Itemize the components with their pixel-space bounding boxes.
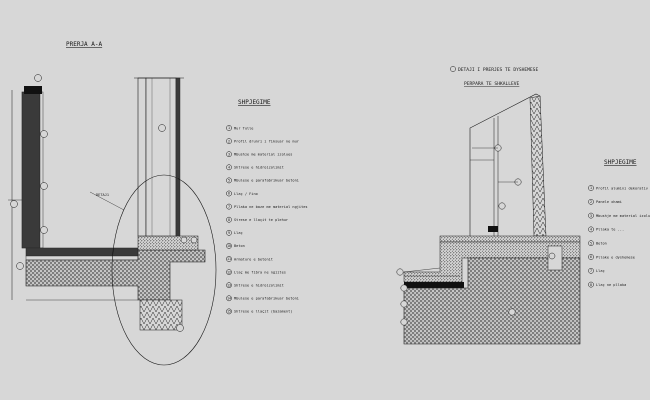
left-column — [134, 77, 184, 237]
left-legend-number-14: 14 — [227, 297, 231, 301]
left-legend-marker-7 — [226, 203, 232, 210]
right-legend-item-2: Panele xhami — [596, 200, 622, 204]
left-legend-marker-3 — [226, 151, 232, 158]
left-legend-marker-14 — [226, 295, 232, 302]
right-legend-marker-1 — [588, 185, 594, 191]
left-legend-marker-2 — [226, 138, 232, 144]
left-legend-item-14: Mbulese e parafabrikuar betoni — [234, 297, 299, 301]
right-legend-number-1: 1 — [590, 186, 592, 190]
left-legend-item-1: Mur Tulle — [234, 126, 253, 130]
right-floor-layers — [403, 235, 581, 345]
right-legend-number-4: 4 — [590, 228, 592, 232]
left-slab — [25, 235, 206, 331]
left-legend-number-10: 10 — [227, 244, 231, 248]
left-legend-number-1: 1 — [228, 126, 230, 130]
right-legend-marker-8 — [588, 281, 594, 288]
left-legend-number-8: 8 — [228, 218, 230, 222]
left-legend-marker-4 — [226, 164, 232, 171]
left-legend-item-9: Llaç — [234, 231, 243, 235]
left-legend-item-10: Beton — [234, 244, 245, 248]
right-legend-number-6: 6 — [590, 255, 592, 259]
left-legend-marker-9 — [226, 229, 232, 236]
left-legend-item-13: Shtrese e hidroizolimit — [234, 284, 284, 288]
left-legend-number-4: 4 — [228, 166, 230, 170]
right-legend-item-4: Pllaka te ... — [596, 228, 624, 232]
right-legend-marker-5 — [588, 240, 594, 247]
right-legend-item-5: Beton — [596, 242, 607, 246]
right-legend-marker-7 — [588, 267, 594, 274]
left-legend-number-12: 12 — [227, 270, 231, 274]
right-section-view: DETAJI I PRERJES TE DYSHEMESE PERPARA TE… — [396, 66, 650, 345]
right-legend-number-5: 5 — [590, 241, 592, 245]
left-legend-item-2: Profil drunri i fiksuar ne mur — [234, 139, 300, 143]
left-legend-number-5: 5 — [228, 179, 230, 183]
left-section-view: PRERJA A-A DE — [8, 41, 308, 366]
right-callouts — [396, 144, 556, 326]
left-legend-number-2: 2 — [228, 139, 230, 143]
left-title: PRERJA A-A — [66, 41, 103, 48]
left-legend-marker-11 — [226, 256, 232, 262]
left-legend-item-8: Strese e llaçit te plehur — [234, 218, 289, 222]
left-callouts — [10, 74, 198, 332]
left-legend-number-9: 9 — [228, 231, 230, 235]
left-legend-number-13: 13 — [227, 283, 231, 287]
left-legend-number-6: 6 — [228, 192, 230, 196]
left-legend-item-6: Llaç / Fino — [234, 192, 258, 196]
detail-circle — [111, 174, 217, 366]
right-legend-item-8: Llaç ne pllaka — [596, 283, 626, 287]
left-legend-item-15: Shtrese e llaçit (bazament) — [234, 310, 292, 314]
right-legend-number-3: 3 — [590, 214, 592, 218]
left-legend-marker-10 — [226, 243, 232, 249]
left-legend-number-15: 15 — [227, 310, 231, 314]
left-legend-marker-15 — [226, 308, 232, 315]
left-legend-item-11: Armature e betonit — [234, 257, 273, 261]
left-legend-marker-5 — [226, 177, 232, 184]
left-legend-marker-1 — [226, 125, 232, 131]
left-legend-item-7: Pllaka ne baze me material ngjites — [234, 205, 308, 209]
detail-label: DETAJ1 — [96, 193, 109, 197]
left-legend-number-3: 3 — [228, 152, 230, 156]
right-legend-marker-3 — [588, 212, 594, 219]
right-legend-item-3: Mbushje me material izolues — [596, 214, 650, 218]
left-legend-item-12: Llaç me fibra ne ngjites — [234, 270, 286, 274]
left-legend-title: SHPJEGIME — [238, 99, 271, 106]
right-legend-marker-4 — [588, 226, 594, 233]
right-title-line2: PERPARA TE SHKALLEVE — [464, 81, 520, 87]
left-legend: 1 Mur Tulle 2 Profil drunri i fiksuar ne mu… — [226, 125, 308, 315]
left-wall — [8, 86, 44, 300]
left-legend-marker-13 — [226, 282, 232, 289]
right-legend-marker-6 — [588, 254, 594, 260]
left-legend-item-4: Shtrese e hidroizolimit — [234, 166, 284, 170]
left-legend-number-7: 7 — [228, 205, 230, 209]
right-title-line1: DETAJI I PRERJES TE DYSHEMESE — [458, 67, 538, 73]
right-legend-item-7: Llaç — [596, 269, 605, 273]
left-legend-item-3: Mbushje me material izolues — [234, 153, 292, 157]
right-legend-item-1: Profil alumini dekorativ — [596, 186, 648, 190]
right-legend-item-6: Pllake e dyshemese — [596, 255, 635, 259]
right-legend-number-7: 7 — [590, 269, 592, 273]
right-legend-number-2: 2 — [590, 200, 592, 204]
left-legend-marker-8 — [226, 216, 232, 223]
left-legend-marker-12 — [226, 269, 232, 275]
left-legend-number-11: 11 — [227, 257, 231, 261]
right-legend-marker-2 — [588, 198, 594, 205]
right-legend-title: SHPJEGIME — [604, 159, 637, 166]
left-legend-marker-6 — [226, 190, 232, 197]
glass-railing — [469, 93, 547, 239]
left-legend-item-5: Mbulese e parafabrikuar betoni — [234, 179, 299, 183]
right-legend-number-8: 8 — [590, 283, 592, 287]
